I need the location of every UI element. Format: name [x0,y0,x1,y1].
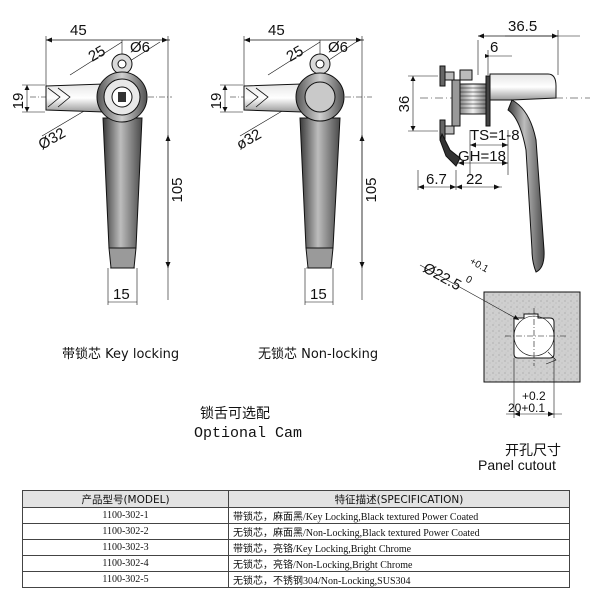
optional-cam-en: Optional Cam [194,425,303,442]
spec-cell: 带锁芯，麻面黑/Key Locking,Black textured Power… [228,507,570,524]
key-dim-dia: Ø32 [36,125,69,154]
side-dim-67: 6.7 [426,171,447,188]
key-locking-view [22,36,172,305]
cutout-dim-tol-zero: 0 [464,274,475,287]
spec-cell: 带锁芯，亮铬/Key Locking,Bright Chrome [228,539,570,556]
spec-table: 产品型号(MODEL) 特征描述(SPECIFICATION) 1100-302… [22,490,570,588]
model-cell: 1100-302-2 [22,523,229,540]
key-dim-height: 19 [10,93,27,110]
table-row: 1100-302-1 带锁芯，麻面黑/Key Locking,Black tex… [22,507,570,524]
table-row: 1100-302-4 无锁芯，亮铬/Non-Locking,Bright Chr… [22,555,570,572]
side-dim-gh: GH=18 [458,148,506,165]
non-key-dim-width: 45 [268,22,285,39]
table-row: 1100-302-3 带锁芯，亮铬/Key Locking,Bright Chr… [22,539,570,556]
panel-cutout-caption-cn: 开孔尺寸 [505,443,561,459]
cutout-dim-dia: Ø22.5 [420,260,464,295]
model-cell: 1100-302-5 [22,571,229,588]
model-header: 产品型号(MODEL) [22,490,229,508]
side-dim-ts: TS=1-8 [470,127,520,144]
non-key-dim-hole: Ø6 [328,39,348,56]
table-row: 1100-302-5 无锁芯，不锈钢304/Non-Locking,SUS304 [22,571,570,588]
non-key-dim-offset: 25 [284,42,307,65]
spec-cell: 无锁芯，亮铬/Non-Locking,Bright Chrome [228,555,570,572]
model-cell: 1100-302-3 [22,539,229,556]
cutout-dim-tol-plus: +0.1 [468,256,491,275]
spec-cell: 无锁芯，麻面黑/Non-Locking,Black textured Power… [228,523,570,540]
non-key-dim-tip: 15 [310,286,327,303]
spec-cell: 无锁芯，不锈钢304/Non-Locking,SUS304 [228,571,570,588]
cutout-dim-20: 20+0.1 [508,401,545,415]
key-dim-tip: 15 [113,286,130,303]
side-view [408,30,590,273]
key-dim-length: 105 [169,177,186,202]
table-row: 1100-302-2 无锁芯，麻面黑/Non-Locking,Black tex… [22,523,570,540]
spec-table-header: 产品型号(MODEL) 特征描述(SPECIFICATION) [22,490,570,508]
side-dim-6: 6 [490,39,498,56]
panel-cutout [419,264,581,418]
panel-cutout-caption-en: Panel cutout [478,457,556,473]
non-locking-caption: 无锁芯 Non-locking [258,347,379,362]
key-dim-offset: 25 [86,42,109,65]
non-key-dim-dia: ø32 [234,126,265,154]
non-locking-view [220,36,372,305]
optional-cam-cn: 锁舌可选配 [200,406,270,422]
key-dim-width: 45 [70,22,87,39]
side-dim-22: 22 [466,171,483,188]
cutout-dim-tol-02: +0.2 [522,389,546,403]
model-cell: 1100-302-1 [22,507,229,524]
side-dim-36: 36 [396,96,413,113]
model-cell: 1100-302-4 [22,555,229,572]
non-key-dim-height: 19 [208,93,225,110]
key-dim-hole: Ø6 [130,39,150,56]
spec-header: 特征描述(SPECIFICATION) [228,490,570,508]
non-key-dim-length: 105 [363,177,380,202]
side-dim-width: 36.5 [508,18,537,35]
key-locking-caption: 带锁芯 Key locking [62,347,180,362]
